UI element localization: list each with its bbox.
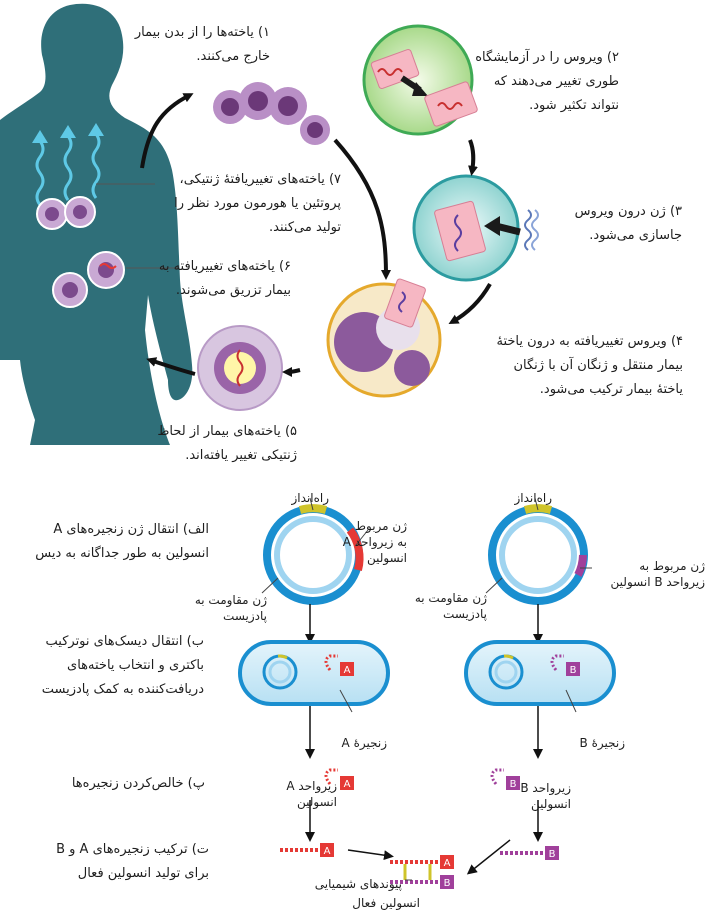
letter-b-subunit: B [510, 779, 517, 790]
letter-b-chain: B [549, 849, 556, 860]
stage-p-label: پ) خالص‌کردن زنجیره‌ها [72, 772, 205, 796]
stage-b-line3: دریافت‌کننده به کمک پادزیست [42, 678, 204, 702]
step7-line2: پروتئین یا هورمون مورد نظر را [174, 192, 341, 216]
gene-a-label: ژن مربوط به زیرواحد A انسولین [343, 518, 407, 566]
resistance-label-a: ژن مقاومت به پادزیست [195, 592, 267, 624]
stage-a-label: الف) انتقال ژن زنجیره‌های A انسولین به ط… [35, 518, 209, 566]
step2-label: ۲) ویروس را در آزمایشگاه طوری تغییر می‌د… [475, 46, 619, 118]
resistance-b-line2: پادزیست [415, 606, 487, 622]
letter-b-insulin: B [444, 878, 451, 889]
promoter-label-b: راه‌انداز [514, 490, 552, 506]
resistance-a-line1: ژن مقاومت به [195, 592, 267, 608]
step5-line1: ۵) یاخته‌های بیمار از لحاظ [157, 420, 297, 444]
modified-patient-cell [198, 326, 282, 410]
step7-line1: ۷) یاخته‌های تغییریافتهٔ ژنتیکی، [174, 168, 341, 192]
stage-p-line1: پ) خالص‌کردن زنجیره‌ها [72, 772, 205, 796]
gene-b-label: ژن مربوط به زیرواحد B انسولین [611, 558, 705, 590]
step3-line1: ۳) ژن درون ویروس [575, 200, 682, 224]
step6-label: ۶) یاخته‌های تغییریافته به بیمار تزریق م… [159, 255, 291, 303]
active-insulin-label: انسولین فعال [352, 895, 420, 911]
step3-line2: جاسازی می‌شود. [575, 224, 682, 248]
resistance-label-b: ژن مقاومت به پادزیست [415, 590, 487, 622]
virus-lab-circle [364, 26, 478, 134]
step2-line1: ۲) ویروس را در آزمایشگاه [475, 46, 619, 70]
bacterium-a [240, 642, 388, 704]
gene-b-line1: ژن مربوط به [611, 558, 705, 574]
step6-line2: بیمار تزریق می‌شوند. [159, 279, 291, 303]
stage-t-label: ت) ترکیب زنجیره‌های A و B برای تولید انس… [56, 838, 209, 886]
gene-a-line1: ژن مربوط [343, 518, 407, 534]
step1-line1: ۱) یاخته‌ها را از بدن بیمار [135, 21, 270, 45]
bonds-label: پیوندهای شیمیایی [315, 876, 402, 892]
subunit-a-line2: انسولین [286, 794, 337, 810]
chain-a-label: زنجیرهٔ A [342, 735, 387, 751]
stage-b-label: ب) انتقال دیسک‌های نوترکیب باکتری و انتخ… [42, 630, 204, 702]
chain-b-label: زنجیرهٔ B [580, 735, 625, 751]
step3-label: ۳) ژن درون ویروس جاسازی می‌شود. [575, 200, 682, 248]
letter-a-bacterium: A [344, 665, 351, 676]
stage-t-line2: برای تولید انسولین فعال [56, 862, 209, 886]
gene-b-line2: زیرواحد B انسولین [611, 574, 705, 590]
resistance-b-line1: ژن مقاومت به [415, 590, 487, 606]
step5-label: ۵) یاخته‌های بیمار از لحاظ ژنتیکی تغییر … [157, 420, 297, 468]
promoter-label-a: راه‌انداز [291, 490, 329, 506]
infected-patient-cell [328, 278, 440, 396]
human-body-silhouette [0, 4, 192, 445]
step1-line2: خارج می‌کنند. [135, 45, 270, 69]
step4-label: ۴) ویروس تغییریافته به درون یاختهٔ بیمار… [496, 330, 683, 402]
gene-a-line2: به زیرواحد A [343, 534, 407, 550]
gene-a-line3: انسولین [343, 550, 407, 566]
subunit-b-line1: زیرواحد B [520, 780, 571, 796]
subunit-b-label: زیرواحد B انسولین [520, 780, 571, 812]
bacterium-b [466, 642, 614, 704]
letter-a-subunit: A [344, 779, 351, 790]
stage-b-line2: باکتری و انتخاب یاخته‌های [42, 654, 204, 678]
step4-line1: ۴) ویروس تغییریافته به درون یاختهٔ [496, 330, 683, 354]
step7-label: ۷) یاخته‌های تغییریافتهٔ ژنتیکی، پروتئین… [174, 168, 341, 240]
stage-t-line1: ت) ترکیب زنجیره‌های A و B [56, 838, 209, 862]
step2-line2: طوری تغییر می‌دهند که [475, 70, 619, 94]
step5-line2: ژنتیکی تغییر یافته‌اند. [157, 444, 297, 468]
letter-a-chain: A [324, 846, 331, 857]
subunit-a-label: زیرواحد A انسولین [286, 778, 337, 810]
resistance-a-line2: پادزیست [195, 608, 267, 624]
step4-line2: بیمار منتقل و ژنگان آن با ژنگان [496, 354, 683, 378]
step6-line1: ۶) یاخته‌های تغییریافته به [159, 255, 291, 279]
step7-line3: تولید می‌کنند. [174, 216, 341, 240]
step4-line3: یاختهٔ بیمار ترکیب می‌شود. [496, 378, 683, 402]
letter-a-insulin: A [444, 858, 451, 869]
letter-b-bacterium: B [570, 665, 577, 676]
gene-insertion-circle [414, 176, 538, 280]
subunit-b-line2: انسولین [520, 796, 571, 812]
stage-b-line1: ب) انتقال دیسک‌های نوترکیب [42, 630, 204, 654]
plasmid-b [492, 508, 584, 601]
stage-a-line1: الف) انتقال ژن زنجیره‌های A [35, 518, 209, 542]
subunit-a-line1: زیرواحد A [286, 778, 337, 794]
stage-a-line2: انسولین به طور جداگانه به دیس [35, 542, 209, 566]
step1-label: ۱) یاخته‌ها را از بدن بیمار خارج می‌کنند… [135, 21, 270, 69]
step2-line3: نتواند تکثیر شود. [475, 94, 619, 118]
removed-cells-cluster [213, 82, 330, 145]
